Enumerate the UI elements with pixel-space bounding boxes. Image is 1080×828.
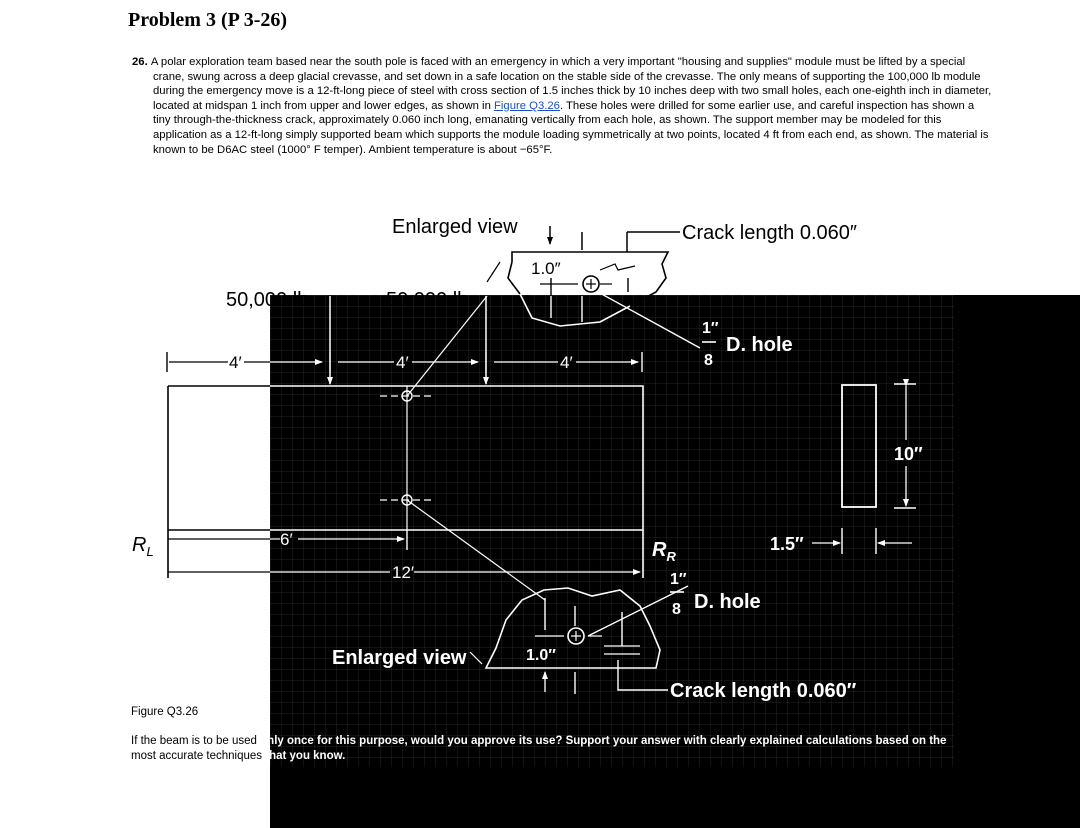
- question-part-1: If the beam is to be used: [131, 735, 261, 747]
- question-text: If the beam is to be used only once for …: [131, 734, 961, 764]
- dim-6ft: 6′: [280, 530, 293, 549]
- problem-title: Problem 3 (P 3-26): [128, 9, 288, 31]
- load-left-label: 50,000 lb: [226, 289, 308, 311]
- enlarged-view-top-label: Enlarged view: [392, 216, 518, 238]
- figure-caption: Figure Q3.26: [131, 706, 199, 718]
- dim-1-5in: 1.5″: [770, 534, 804, 554]
- dim-1in-bottom: 1.0″: [526, 647, 556, 664]
- dim-1in-top: 1.0″: [531, 259, 561, 278]
- dim-4ft-left: 4′: [229, 353, 242, 372]
- problem-text-1: A polar exploration team based near the …: [150, 56, 992, 112]
- question-part-4: that you know.: [265, 750, 346, 762]
- hole-bottom-label: D. hole: [694, 591, 761, 613]
- hole-top-fraction-den: 8: [704, 352, 713, 369]
- enlarged-view-bottom-outline: [484, 587, 661, 669]
- reaction-right: RR: [652, 539, 676, 564]
- black-overlay: [270, 295, 1080, 828]
- hole-bottom-fraction-num: 1″: [670, 571, 687, 588]
- enlarged-view-bottom-label: Enlarged view: [332, 647, 467, 669]
- crack-length-top-label: Crack length 0.060″: [682, 222, 857, 244]
- crack-length-bottom-label: Crack length 0.060″: [670, 680, 857, 702]
- beam-cross-section: [841, 384, 877, 508]
- enlarged-view-top-outline: [511, 251, 670, 307]
- problem-number: 26.: [132, 56, 148, 68]
- beam-hole-bottom: [401, 494, 413, 506]
- grid-overlay: [270, 295, 954, 767]
- problem-statement: 26. A polar exploration team based near …: [132, 55, 992, 157]
- figure-link[interactable]: Figure Q3.26: [494, 99, 560, 112]
- beam: [270, 385, 644, 531]
- question-part-3: most accurate techniques: [131, 750, 266, 762]
- dim-10in: 10″: [894, 444, 923, 464]
- load-right-label: 50,000 lb: [386, 289, 468, 311]
- hole-top-fraction-num: 1″: [702, 320, 719, 337]
- dim-4ft-right: 4′: [560, 353, 573, 372]
- dim-4ft-mid: 4′: [396, 353, 409, 372]
- hole-bottom-symbol: [567, 627, 585, 645]
- question-part-2: only once for this purpose, would you ap…: [260, 735, 947, 747]
- hole-bottom-fraction-den: 8: [672, 601, 681, 618]
- beam-hole-top: [401, 390, 413, 402]
- dim-12ft: 12′: [392, 563, 414, 582]
- problem-text-2: . These holes were drilled for some earl…: [153, 99, 989, 156]
- reaction-left: RL: [132, 534, 154, 559]
- hole-top-label: D. hole: [726, 334, 793, 356]
